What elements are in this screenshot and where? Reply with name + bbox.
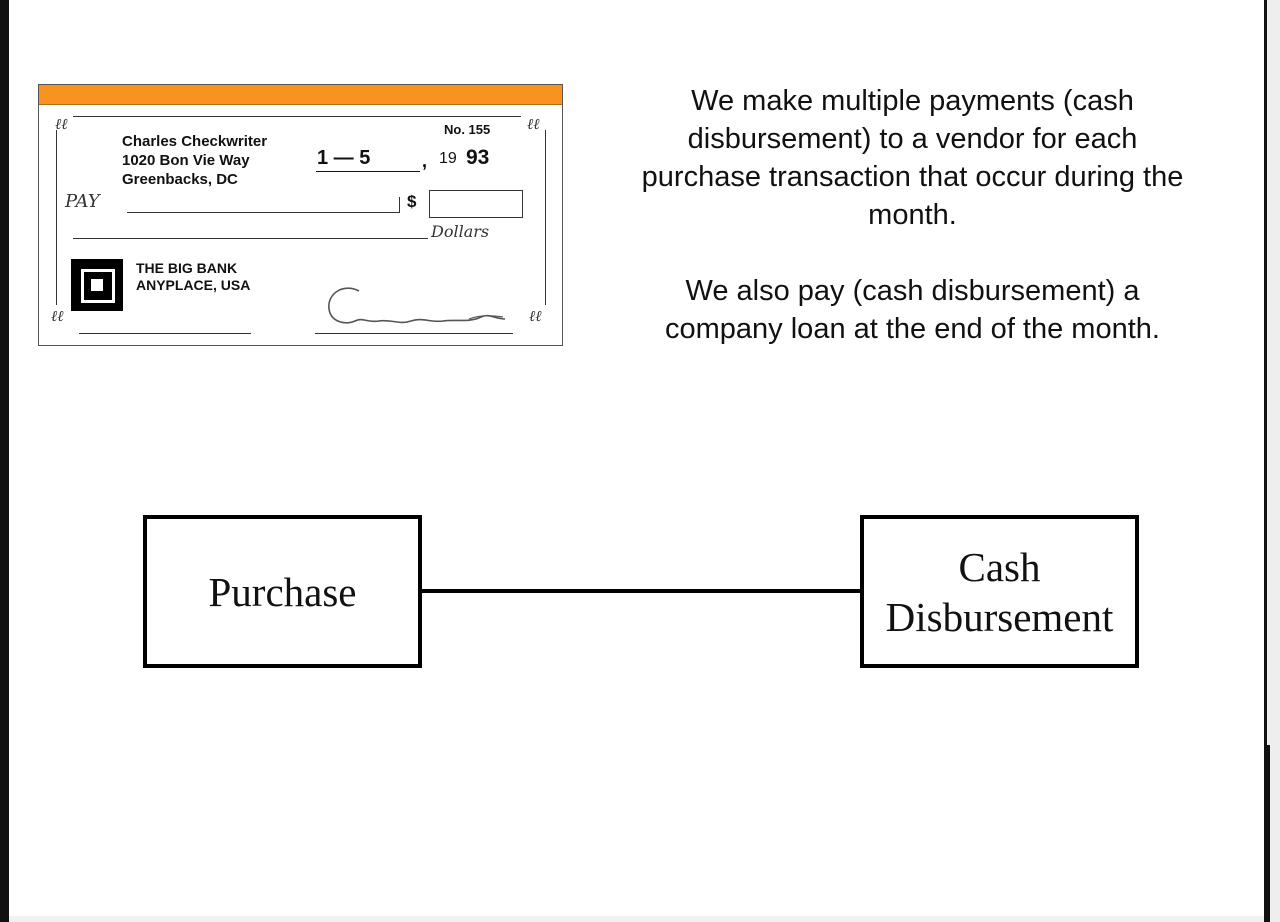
amount-box	[429, 190, 523, 218]
cash-disbursement-label-line2: Disbursement	[885, 593, 1114, 640]
description-text: We make multiple payments (cash disburse…	[630, 82, 1195, 348]
check-header-bar	[39, 85, 562, 105]
corner-flourish-icon: ℓℓ	[51, 307, 64, 325]
check-inner-border-top	[73, 116, 521, 117]
bank-logo-icon	[71, 259, 123, 311]
signature-icon	[328, 287, 506, 324]
description-paragraph-2: We also pay (cash disbursement) a compan…	[665, 275, 1160, 345]
amount-words-line	[73, 238, 428, 239]
bank-name: THE BIG BANK	[136, 260, 238, 276]
currency-symbol: $	[407, 192, 417, 211]
right-frame-border	[1264, 0, 1280, 922]
bank-info: THE BIG BANK ANYPLACE, USA	[136, 260, 250, 294]
pay-label: PAY	[65, 191, 100, 212]
check-inner-border-right	[545, 130, 546, 305]
check-date: 1 — 5	[317, 147, 371, 169]
date-comma: ,	[422, 151, 428, 171]
bottom-frame-strip	[9, 916, 1264, 922]
owner-address-line1: 1020 Bon Vie Way	[122, 152, 250, 169]
check-illustration: ℓℓ ℓℓ ℓℓ ℓℓ Charles Checkwriter 1020 Bon…	[38, 84, 563, 346]
bank-location: ANYPLACE, USA	[136, 277, 251, 293]
right-frame-edge-lower	[1264, 745, 1270, 922]
corner-flourish-icon: ℓℓ	[527, 115, 540, 133]
check-number: No. 155	[444, 122, 491, 137]
check-inner-border-left	[56, 130, 57, 305]
relationship-line	[422, 589, 860, 593]
bank-logo-core	[91, 279, 103, 291]
dollars-label: Dollars	[431, 222, 490, 241]
signature-line	[315, 333, 513, 334]
payee-line-end	[399, 197, 400, 213]
purchase-entity-label: Purchase	[208, 568, 357, 615]
corner-flourish-icon: ℓℓ	[55, 115, 68, 133]
owner-address-line2: Greenbacks, DC	[122, 171, 238, 188]
corner-flourish-icon: ℓℓ	[529, 307, 542, 325]
right-frame-edge	[1264, 0, 1267, 922]
description-paragraph-1: We make multiple payments (cash disburse…	[641, 85, 1184, 231]
left-frame-border	[0, 0, 9, 922]
date-underline	[316, 171, 420, 172]
cash-disbursement-label-line1: Cash	[958, 543, 1041, 590]
check-owner: Charles Checkwriter 1020 Bon Vie Way Gre…	[122, 132, 267, 189]
owner-name: Charles Checkwriter	[122, 133, 268, 150]
check-year: 93	[466, 146, 490, 169]
payee-line	[127, 212, 399, 213]
bank-logo-ring	[81, 269, 115, 303]
check-year-prefix: 19	[439, 150, 457, 167]
memo-line	[79, 333, 251, 334]
purchase-entity-box: Purchase	[143, 515, 422, 668]
cash-disbursement-entity-box: Cash Disbursement	[860, 515, 1139, 668]
